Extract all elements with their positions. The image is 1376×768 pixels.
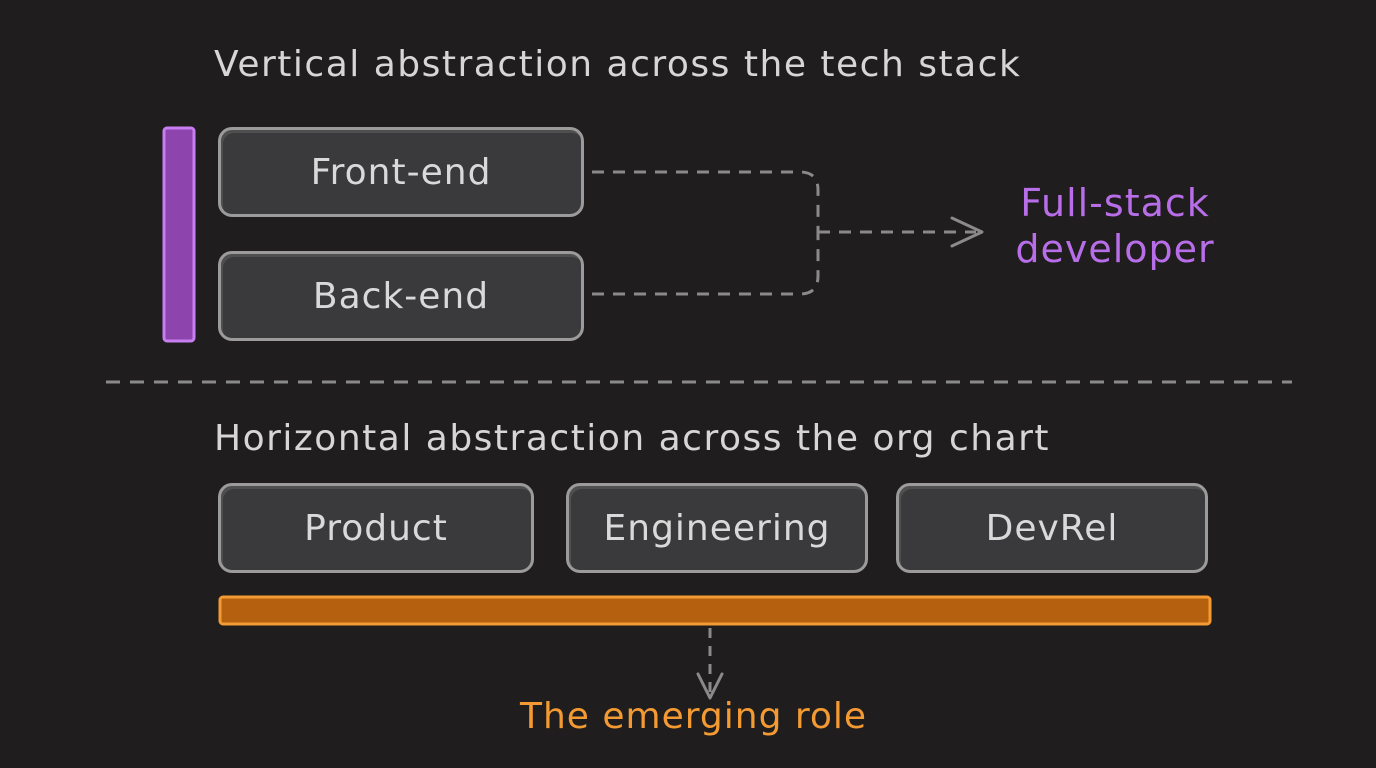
result-line-2: developer [1015, 227, 1215, 271]
product-label: Product [304, 507, 448, 549]
horizontal-section-title: Horizontal abstraction across the org ch… [214, 418, 1051, 459]
devrel-label: DevRel [985, 507, 1119, 549]
back-end-label: Back-end [312, 275, 490, 317]
vertical-section-title: Vertical abstraction across the tech sta… [214, 44, 1022, 85]
engineering-label: Engineering [603, 507, 831, 549]
product-box: Product [218, 483, 534, 573]
arrow-right-icon [950, 216, 984, 248]
devrel-box: DevRel [896, 483, 1208, 573]
front-end-box: Front-end [218, 127, 584, 217]
front-end-connector [592, 170, 820, 232]
emerging-role-label: The emerging role [520, 696, 868, 737]
engineering-box: Engineering [566, 483, 868, 573]
vertical-stack-bar [162, 126, 196, 343]
full-stack-developer-label: Full-stack developer [990, 180, 1240, 272]
front-end-label: Front-end [310, 151, 492, 193]
back-end-connector [592, 232, 820, 296]
back-end-box: Back-end [218, 251, 584, 341]
arrow-down-icon [696, 672, 724, 700]
horizontal-org-bar [218, 595, 1212, 626]
result-line-1: Full-stack [1020, 181, 1210, 225]
